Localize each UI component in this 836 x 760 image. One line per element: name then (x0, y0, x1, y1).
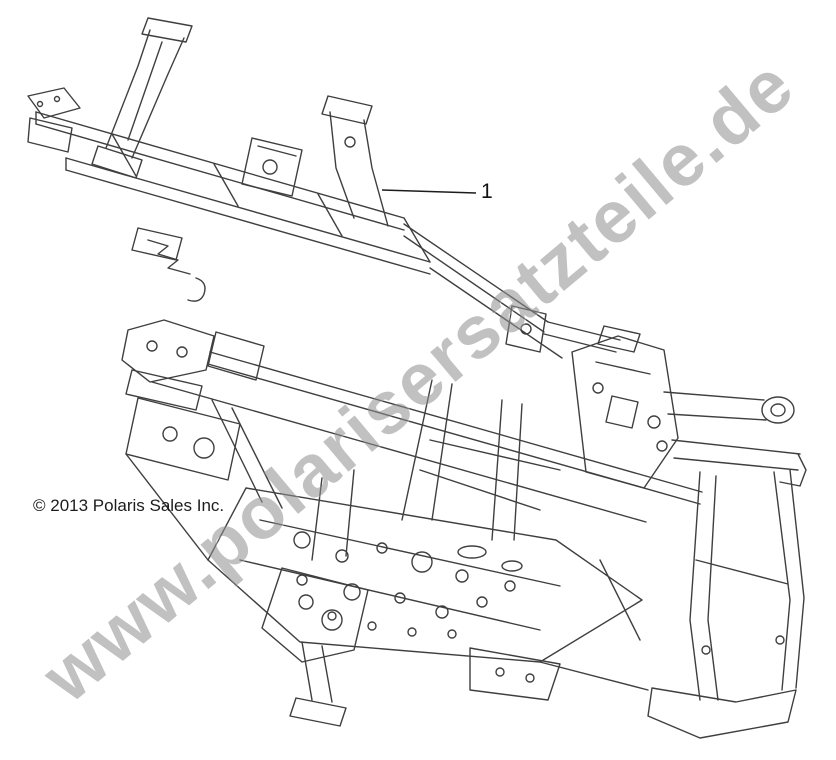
callout-1-label: 1 (481, 180, 493, 203)
callout-leader-line (381, 189, 477, 194)
frame-line-art (27, 17, 807, 739)
copyright-text: © 2013 Polaris Sales Inc. (33, 496, 225, 515)
